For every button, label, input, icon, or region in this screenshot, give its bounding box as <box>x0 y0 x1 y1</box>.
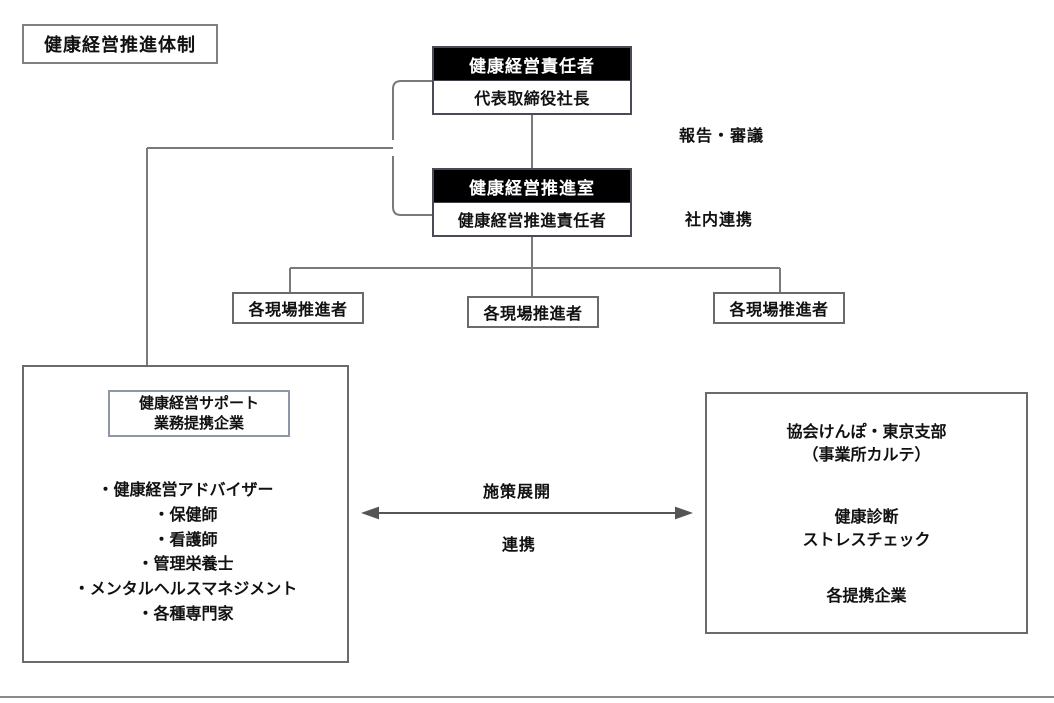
label-policy-deployment: 施策展開 <box>483 484 552 501</box>
label-cooperation: 連携 <box>502 537 537 554</box>
list-item: ・保健師 <box>153 506 218 524</box>
box-health-management-officer[interactable]: 健康経営責任者 代表取締役社長 <box>432 46 632 115</box>
kenpo-heading: 協会けんぽ・東京支部 （事業所カルテ） <box>707 421 1026 467</box>
sub-box-support-partner-company: 健康経営サポート 業務提携企業 <box>108 390 290 437</box>
label-internal-cooperation: 社内連携 <box>685 212 754 229</box>
page-title: 健康経営推進体制 <box>22 24 218 64</box>
kenpo-services: 健康診断 ストレスチェック <box>707 506 1026 552</box>
kenpo-heading-line-1: 協会けんぽ・東京支部 <box>786 424 947 441</box>
sub-box-line-2: 業務提携企業 <box>153 414 244 432</box>
label-report-deliberation: 報告・審議 <box>679 128 765 145</box>
list-item: ・管理栄養士 <box>137 556 234 574</box>
page-title-text: 健康経営推進体制 <box>44 35 196 55</box>
support-partner-list: ・健康経営アドバイザー ・保健師 ・看護師 ・管理栄養士 ・メンタルヘルスマネジ… <box>24 479 347 628</box>
box-site-promoter-1[interactable]: 各現場推進者 <box>232 292 364 324</box>
kenpo-partner-companies: 各提携企業 <box>826 588 907 605</box>
box-body: 代表取締役社長 <box>434 81 630 113</box>
list-item: ・看護師 <box>153 531 218 549</box>
panel-kyokai-kenpo[interactable]: 協会けんぽ・東京支部 （事業所カルテ） 健康診断 ストレスチェック 各提携企業 <box>705 392 1028 634</box>
kenpo-service-line-2: ストレスチェック <box>802 532 931 550</box>
list-item: ・健康経営アドバイザー <box>97 482 274 499</box>
box-header: 健康経営推進室 <box>434 170 630 203</box>
sub-box-line-1: 健康経営サポート <box>138 394 259 412</box>
box-site-promoter-3[interactable]: 各現場推進者 <box>713 292 845 324</box>
list-item: ・各種専門家 <box>137 605 234 623</box>
kenpo-heading-line-2: （事業所カルテ） <box>802 447 931 465</box>
box-header: 健康経営責任者 <box>434 48 630 81</box>
box-health-management-promotion-office[interactable]: 健康経営推進室 健康経営推進責任者 <box>432 168 632 237</box>
kenpo-service-line-1: 健康診断 <box>834 509 899 526</box>
list-item: ・メンタルヘルスマネジメント <box>73 581 298 599</box>
box-site-promoter-2[interactable]: 各現場推進者 <box>467 296 599 328</box>
box-body: 健康経営推進責任者 <box>434 203 630 235</box>
panel-support-partners[interactable]: 健康経営サポート 業務提携企業 ・健康経営アドバイザー ・保健師 ・看護師 ・管… <box>22 365 349 663</box>
